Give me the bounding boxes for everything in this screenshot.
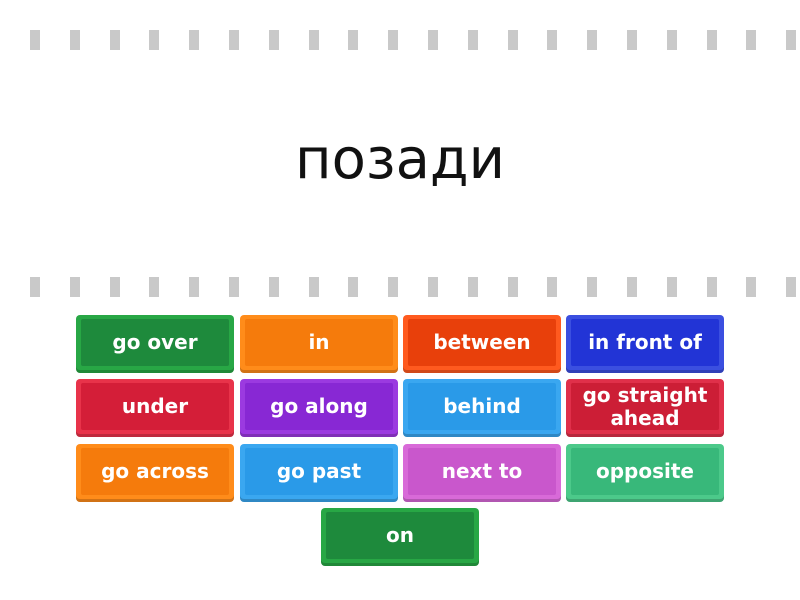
- divider-dash: [189, 277, 199, 297]
- answer-label: opposite: [571, 448, 719, 495]
- divider-dash: [547, 30, 557, 50]
- divider-dash: [627, 30, 637, 50]
- answer-tile-in-front-of[interactable]: in front of: [566, 315, 724, 373]
- divider-dash: [746, 277, 756, 297]
- divider-dash: [707, 277, 717, 297]
- divider-dash: [388, 277, 398, 297]
- answer-tile-go-straight-ahead[interactable]: go straight ahead: [566, 379, 724, 437]
- divider-dash: [269, 30, 279, 50]
- divider-dash: [110, 277, 120, 297]
- divider-dash: [428, 30, 438, 50]
- answer-label: go along: [245, 383, 393, 430]
- answer-tile-on[interactable]: on: [321, 508, 479, 566]
- divider-dash: [587, 30, 597, 50]
- divider-dash: [229, 277, 239, 297]
- answer-label: in front of: [571, 319, 719, 366]
- divider-dash: [348, 30, 358, 50]
- divider-dash: [786, 30, 796, 50]
- divider-dash: [229, 30, 239, 50]
- divider-dash: [30, 277, 40, 297]
- divider-dash: [428, 277, 438, 297]
- answer-label: go across: [81, 448, 229, 495]
- divider-dash: [388, 30, 398, 50]
- answer-tile-under[interactable]: under: [76, 379, 234, 437]
- divider-dash: [110, 30, 120, 50]
- answer-tile-in[interactable]: in: [240, 315, 398, 373]
- top-divider: [0, 30, 800, 50]
- divider-dash: [746, 30, 756, 50]
- answer-tile-go-along[interactable]: go along: [240, 379, 398, 437]
- answer-label: go over: [81, 319, 229, 366]
- divider-dash: [30, 30, 40, 50]
- divider-dash: [627, 277, 637, 297]
- divider-dash: [587, 277, 597, 297]
- answer-label: go straight ahead: [571, 383, 719, 430]
- answer-tile-next-to[interactable]: next to: [403, 444, 561, 502]
- answer-label: next to: [408, 448, 556, 495]
- divider-dash: [468, 277, 478, 297]
- answer-tile-between[interactable]: between: [403, 315, 561, 373]
- answer-label: under: [81, 383, 229, 430]
- divider-dash: [468, 30, 478, 50]
- divider-dash: [508, 277, 518, 297]
- divider-dash: [348, 277, 358, 297]
- answer-label: on: [326, 512, 474, 559]
- divider-dash: [149, 277, 159, 297]
- question-text: позади: [294, 127, 506, 192]
- divider-dash: [309, 30, 319, 50]
- answer-tile-go-across[interactable]: go across: [76, 444, 234, 502]
- divider-dash: [707, 30, 717, 50]
- answer-label: between: [408, 319, 556, 366]
- bottom-divider: [0, 277, 800, 297]
- divider-dash: [70, 30, 80, 50]
- divider-dash: [309, 277, 319, 297]
- divider-dash: [149, 30, 159, 50]
- divider-dash: [189, 30, 199, 50]
- divider-dash: [508, 30, 518, 50]
- divider-dash: [269, 277, 279, 297]
- answer-tile-go-over[interactable]: go over: [76, 315, 234, 373]
- answer-label: go past: [245, 448, 393, 495]
- divider-dash: [70, 277, 80, 297]
- answer-label: in: [245, 319, 393, 366]
- answer-grid: go over in between in front of under go …: [76, 315, 726, 571]
- answer-tile-behind[interactable]: behind: [403, 379, 561, 437]
- divider-dash: [667, 277, 677, 297]
- divider-dash: [547, 277, 557, 297]
- answer-tile-go-past[interactable]: go past: [240, 444, 398, 502]
- answer-tile-opposite[interactable]: opposite: [566, 444, 724, 502]
- answer-label: behind: [408, 383, 556, 430]
- divider-dash: [667, 30, 677, 50]
- divider-dash: [786, 277, 796, 297]
